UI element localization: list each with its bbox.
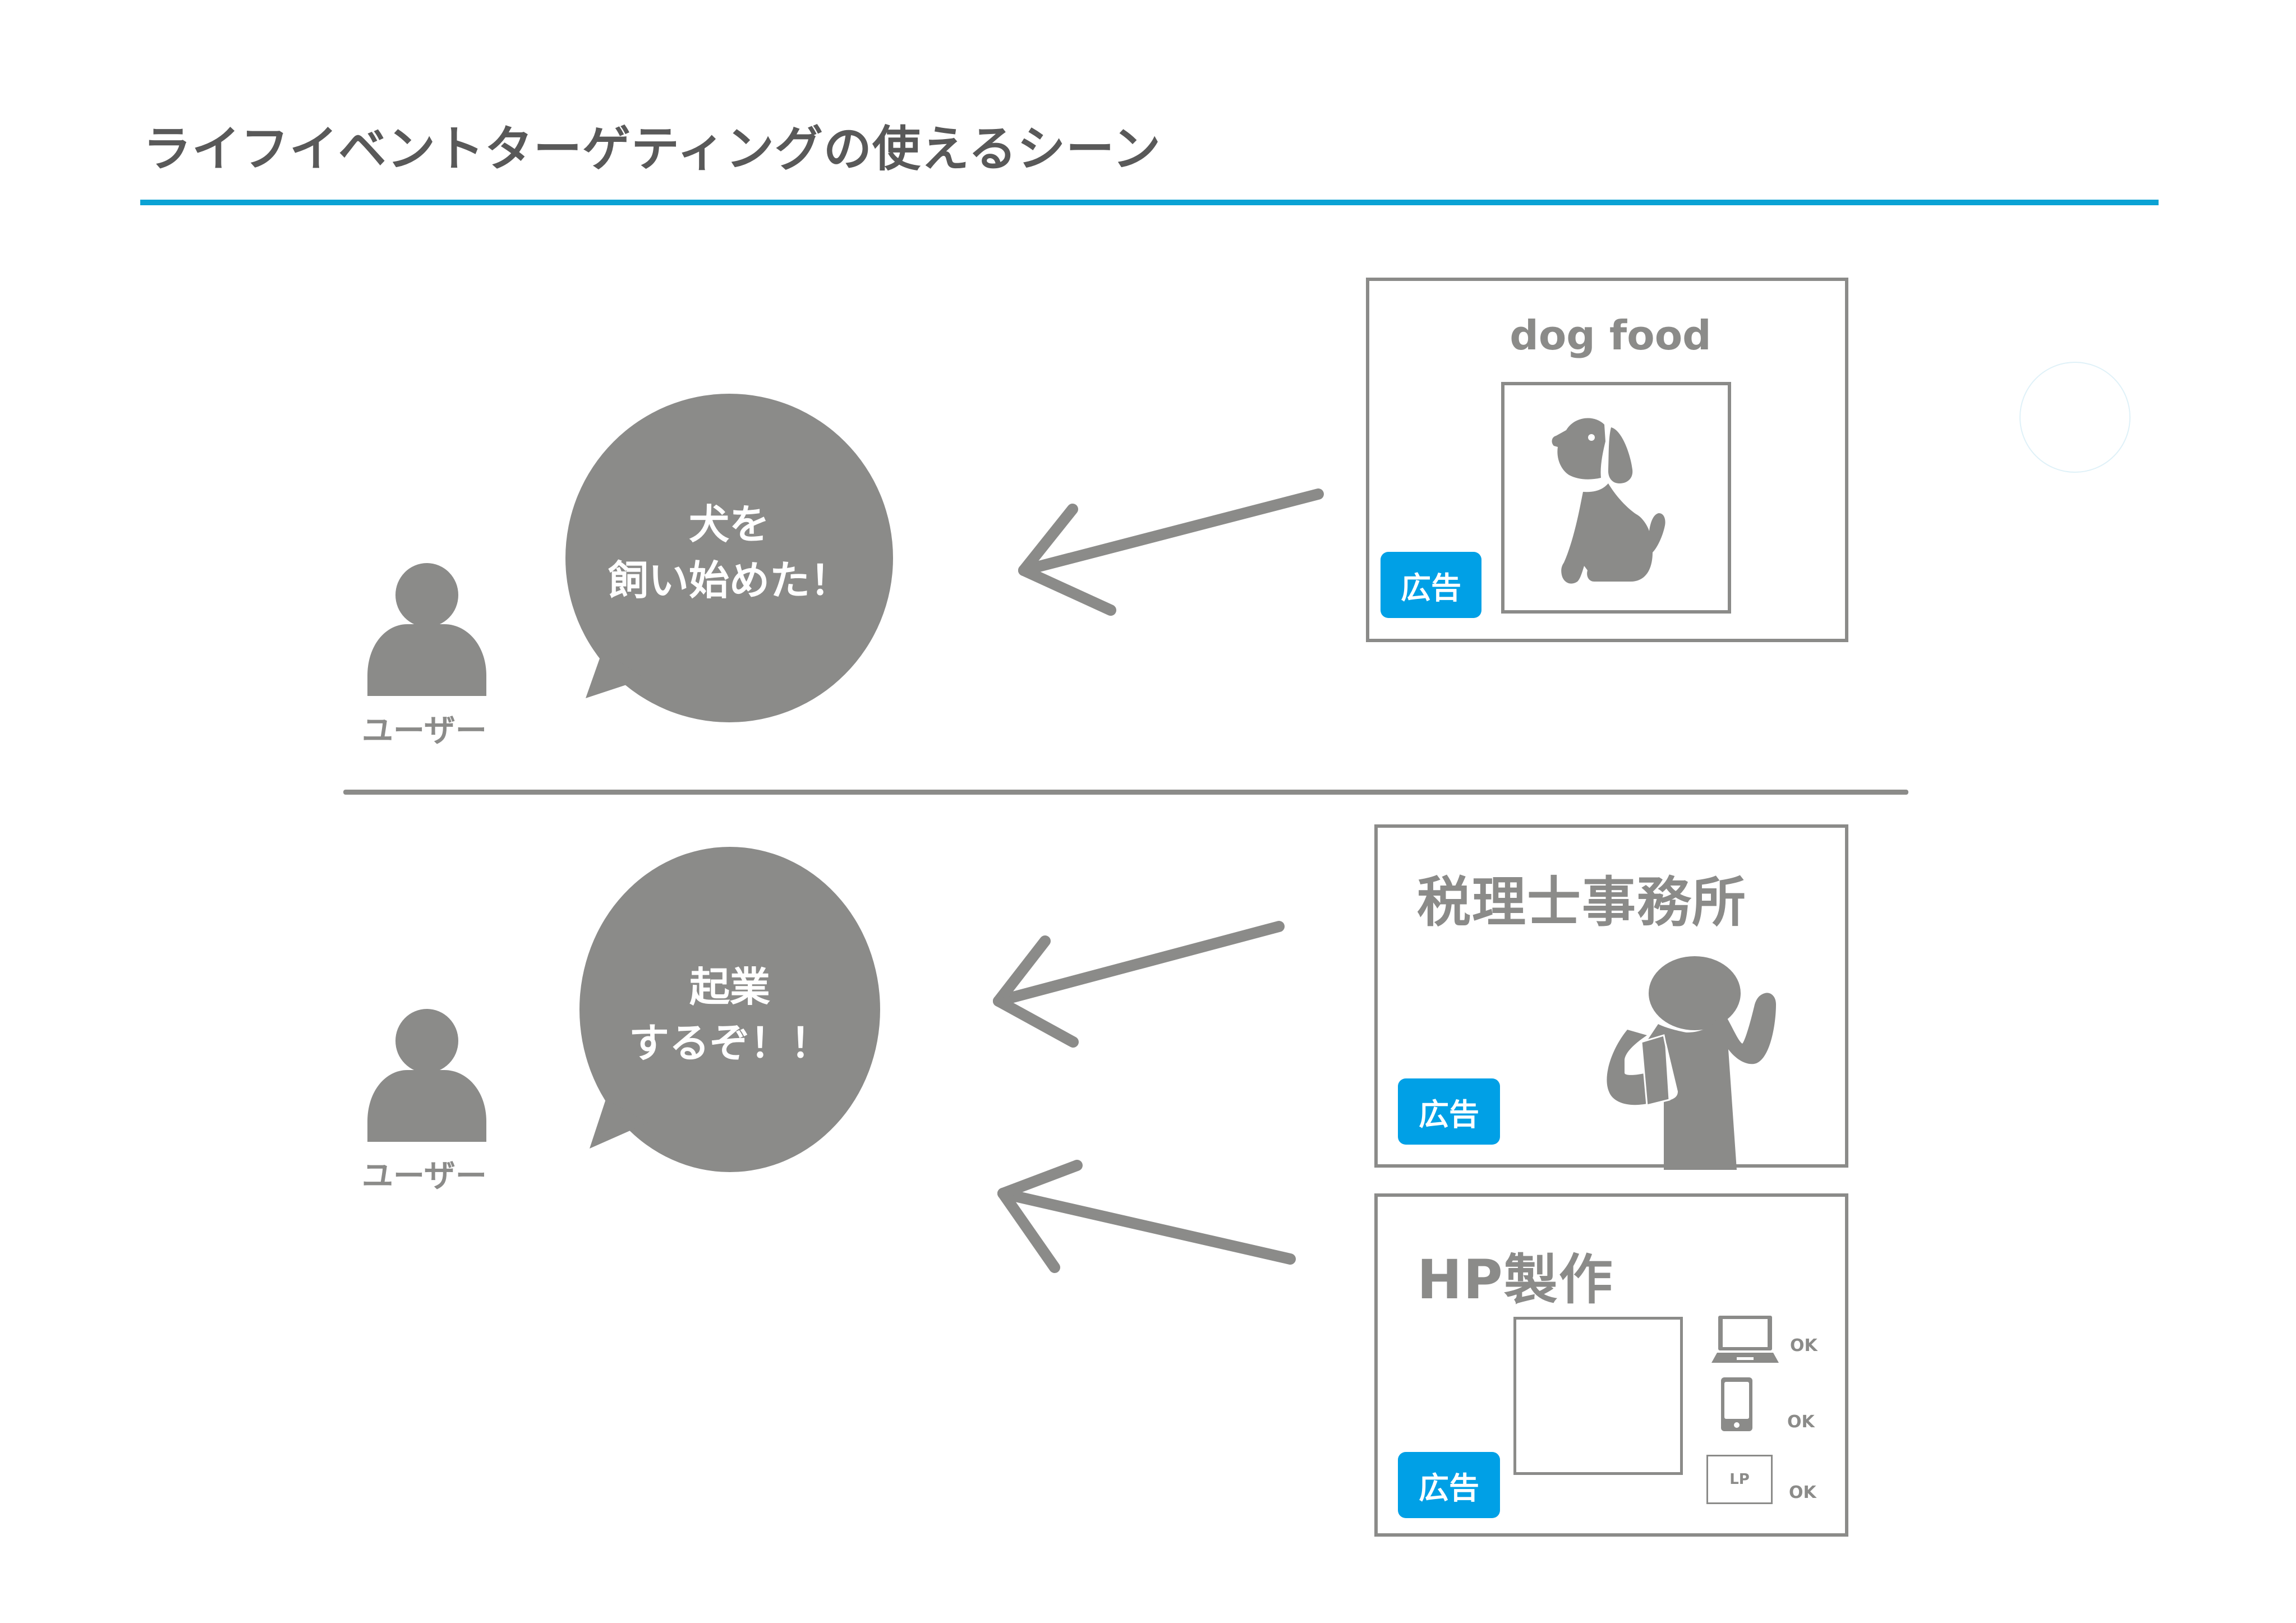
arrow-left-icon: [997, 1160, 1296, 1273]
scene-divider: [343, 790, 1908, 795]
ad-badge: 広告: [1381, 552, 1481, 618]
speech-bubble-text: 犬を 飼い始めた！: [608, 501, 850, 604]
decorative-circle: [2019, 362, 2131, 473]
speech-bubble: [565, 394, 893, 722]
landing-page-icon: LP: [1706, 1455, 1773, 1504]
arrow-left-icon: [1018, 488, 1324, 616]
dog-icon: [1552, 418, 1665, 584]
page-title: ライフイベントターゲティングの使えるシーン: [143, 121, 1161, 177]
user-label: ユーザー: [362, 1158, 487, 1195]
ad-heading: dog food: [1510, 312, 1711, 359]
laptop-status: OK: [1790, 1336, 1818, 1355]
ad-heading: 税理士事務所: [1417, 871, 1747, 934]
ad-badge: 広告: [1398, 1078, 1500, 1145]
ad-card-dog-food[interactable]: dog food 広告: [1366, 278, 1848, 642]
speech-bubble: [579, 847, 880, 1172]
person-with-book-icon: [1607, 956, 1776, 1170]
webpage-icon: [1513, 1317, 1683, 1475]
user-label: ユーザー: [362, 713, 487, 749]
ad-badge: 広告: [1398, 1452, 1500, 1518]
ad-heading: HP製作: [1417, 1248, 1614, 1311]
speech-bubble-text: 起業 するぞ！！: [628, 963, 831, 1067]
product-image-frame: [1501, 382, 1731, 614]
user-icon: [367, 563, 486, 696]
smartphone-icon: [1721, 1377, 1752, 1431]
title-underline: [140, 200, 2159, 205]
ad-card-web-production[interactable]: HP製作 OK OK LP OK 広告: [1374, 1193, 1848, 1537]
user-icon: [367, 1009, 486, 1142]
laptop-icon: [1711, 1316, 1779, 1363]
ad-card-tax-accountant[interactable]: 税理士事務所 広告: [1374, 824, 1848, 1170]
landing-page-status: OK: [1789, 1483, 1816, 1502]
arrow-left-icon: [993, 921, 1285, 1048]
smartphone-status: OK: [1787, 1412, 1815, 1432]
